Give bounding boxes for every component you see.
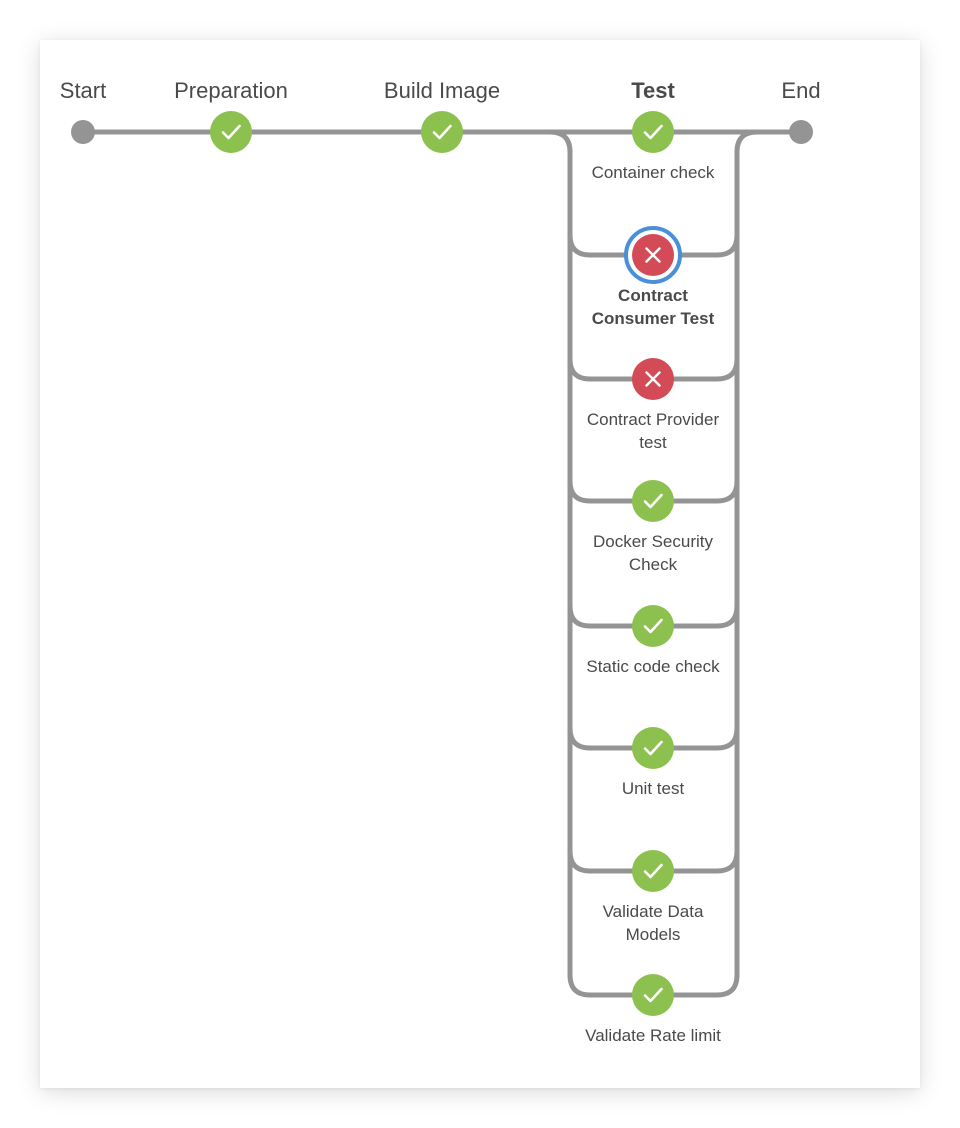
- check-icon: [643, 493, 663, 509]
- cross-icon: [645, 371, 661, 387]
- stage-end-terminal-dot-icon: [789, 120, 813, 144]
- status-circle: [210, 111, 252, 153]
- branch-label-docker-security-check[interactable]: Docker Security: [593, 532, 713, 551]
- branch-label-validate-data-models[interactable]: Validate Data: [603, 902, 704, 921]
- status-circle: [632, 974, 674, 1016]
- branch-label-contract-consumer-test[interactable]: Contract: [618, 286, 688, 305]
- check-icon: [221, 124, 241, 140]
- branch-node-unit-test[interactable]: [632, 727, 674, 769]
- stage-start-terminal-dot-icon: [71, 120, 95, 144]
- pipeline-tracks: [80, 129, 804, 998]
- branch-node-validate-rate-limit[interactable]: [632, 974, 674, 1016]
- check-icon: [643, 740, 663, 756]
- branch-node-container-check[interactable]: [632, 111, 674, 153]
- check-icon: [643, 618, 663, 634]
- check-icon: [643, 863, 663, 879]
- status-circle: [632, 727, 674, 769]
- branch-label-container-check[interactable]: Container check: [592, 163, 715, 182]
- pipeline-nodes: [71, 111, 813, 1016]
- stage-node-build-image[interactable]: [421, 111, 463, 153]
- branch-label-unit-test[interactable]: Unit test: [622, 779, 685, 798]
- branch-label-contract-consumer-test[interactable]: Consumer Test: [592, 309, 715, 328]
- branch-label-validate-rate-limit[interactable]: Validate Rate limit: [585, 1026, 721, 1045]
- branch-node-docker-security-check[interactable]: [632, 480, 674, 522]
- branch-label-validate-data-models[interactable]: Models: [626, 925, 681, 944]
- cross-icon: [645, 247, 661, 263]
- check-icon: [643, 124, 663, 140]
- branch-node-contract-consumer-test[interactable]: [624, 226, 682, 284]
- status-circle: [632, 605, 674, 647]
- pipeline-labels: Start Preparation Build Image Test EndContai…: [60, 78, 821, 1045]
- stage-node-preparation[interactable]: [210, 111, 252, 153]
- status-circle: [632, 480, 674, 522]
- branch-label-contract-provider-test[interactable]: Contract Provider: [587, 410, 720, 429]
- branch-node-validate-data-models[interactable]: [632, 850, 674, 892]
- stage-label-preparation: Preparation: [174, 78, 288, 103]
- branch-split-curve: [547, 129, 573, 155]
- branch-label-static-code-check[interactable]: Static code check: [586, 657, 720, 676]
- check-icon: [643, 987, 663, 1003]
- branch-node-contract-provider-test[interactable]: [632, 358, 674, 400]
- branch-join-curve: [734, 129, 760, 155]
- stage-label-end: End: [781, 78, 820, 103]
- branch-label-docker-security-check[interactable]: Check: [629, 555, 678, 574]
- status-circle: [632, 111, 674, 153]
- status-circle: [632, 850, 674, 892]
- pipeline-graph: Start Preparation Build Image Test EndContai…: [60, 78, 821, 1045]
- stage-label-build-image: Build Image: [384, 78, 500, 103]
- stage-label-test: Test: [631, 78, 675, 103]
- status-circle: [421, 111, 463, 153]
- branch-node-static-code-check[interactable]: [632, 605, 674, 647]
- check-icon: [432, 124, 452, 140]
- stage-label-start: Start: [60, 78, 106, 103]
- branch-label-contract-provider-test[interactable]: test: [639, 433, 667, 452]
